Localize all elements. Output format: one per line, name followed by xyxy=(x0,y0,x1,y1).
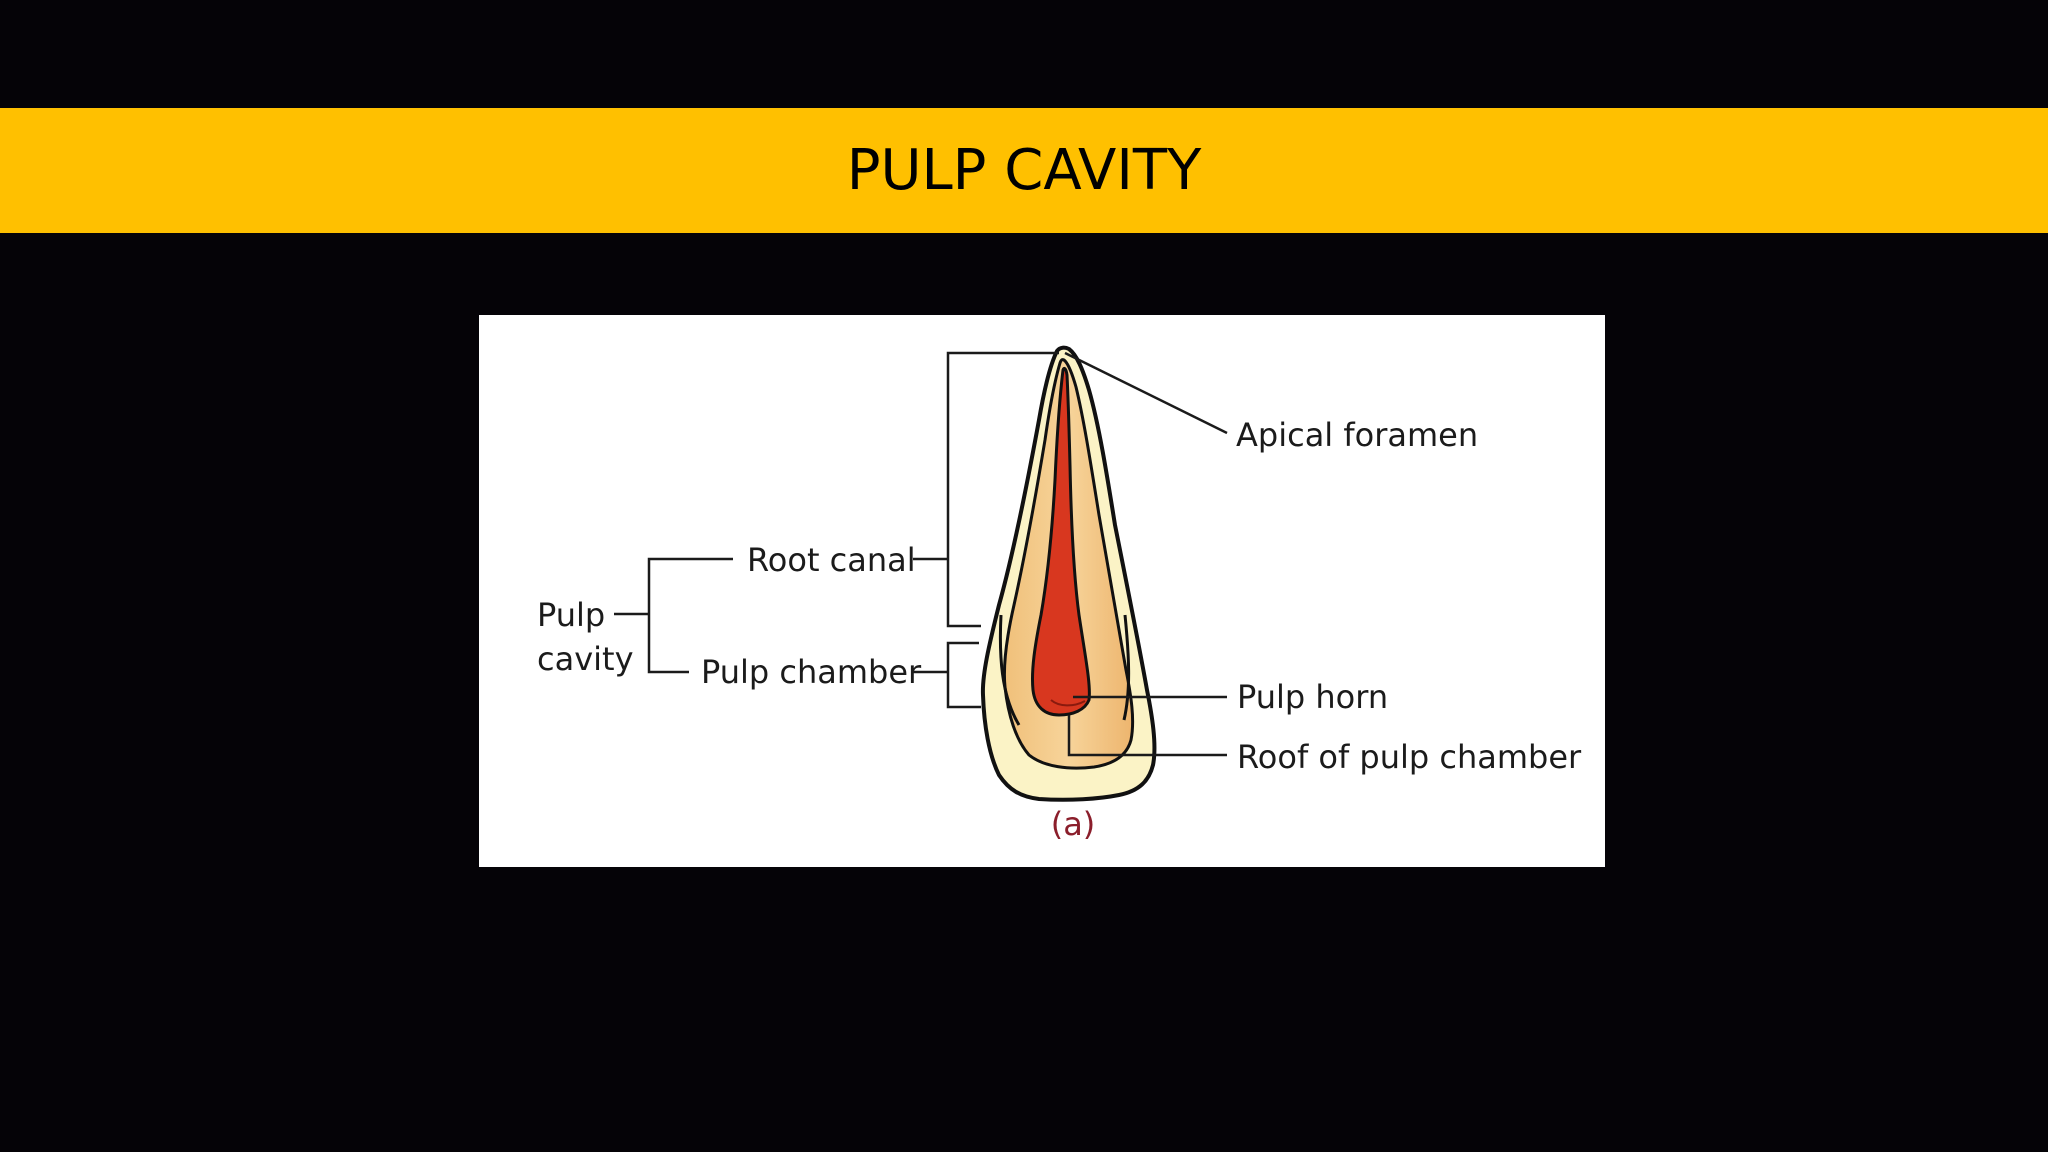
label-pulp-horn: Pulp horn xyxy=(1237,678,1388,716)
crown-boundary-line xyxy=(998,614,1021,726)
root-canal-bracket xyxy=(946,351,1059,628)
slide-title: PULP CAVITY xyxy=(846,138,1202,203)
pulp-chamber-bracket xyxy=(946,641,981,709)
label-pulp-cavity-line2: cavity xyxy=(537,640,634,678)
pulp-tissue xyxy=(1031,366,1091,717)
pulp-horn-tip xyxy=(1050,699,1086,707)
label-apical-foramen: Apical foramen xyxy=(1236,416,1478,454)
label-roof-of-pulp-chamber: Roof of pulp chamber xyxy=(1237,738,1582,776)
label-pulp-cavity-line1: Pulp xyxy=(537,596,605,634)
tooth-diagram-panel: Apical foramen Root canal Pulp chamber P… xyxy=(479,315,1605,867)
crown-boundary-line-right xyxy=(1122,614,1131,721)
title-banner: PULP CAVITY xyxy=(0,108,2048,233)
label-root-canal: Root canal xyxy=(747,541,916,579)
roof-of-pulp-chamber-leader xyxy=(1067,715,1227,757)
apical-foramen-leader xyxy=(1064,351,1228,435)
label-pulp-chamber: Pulp chamber xyxy=(701,653,922,691)
pulp-cavity-bracket xyxy=(647,557,733,674)
figure-caption: (a) xyxy=(1051,805,1096,843)
tooth-diagram: Apical foramen Root canal Pulp chamber P… xyxy=(537,345,1582,843)
